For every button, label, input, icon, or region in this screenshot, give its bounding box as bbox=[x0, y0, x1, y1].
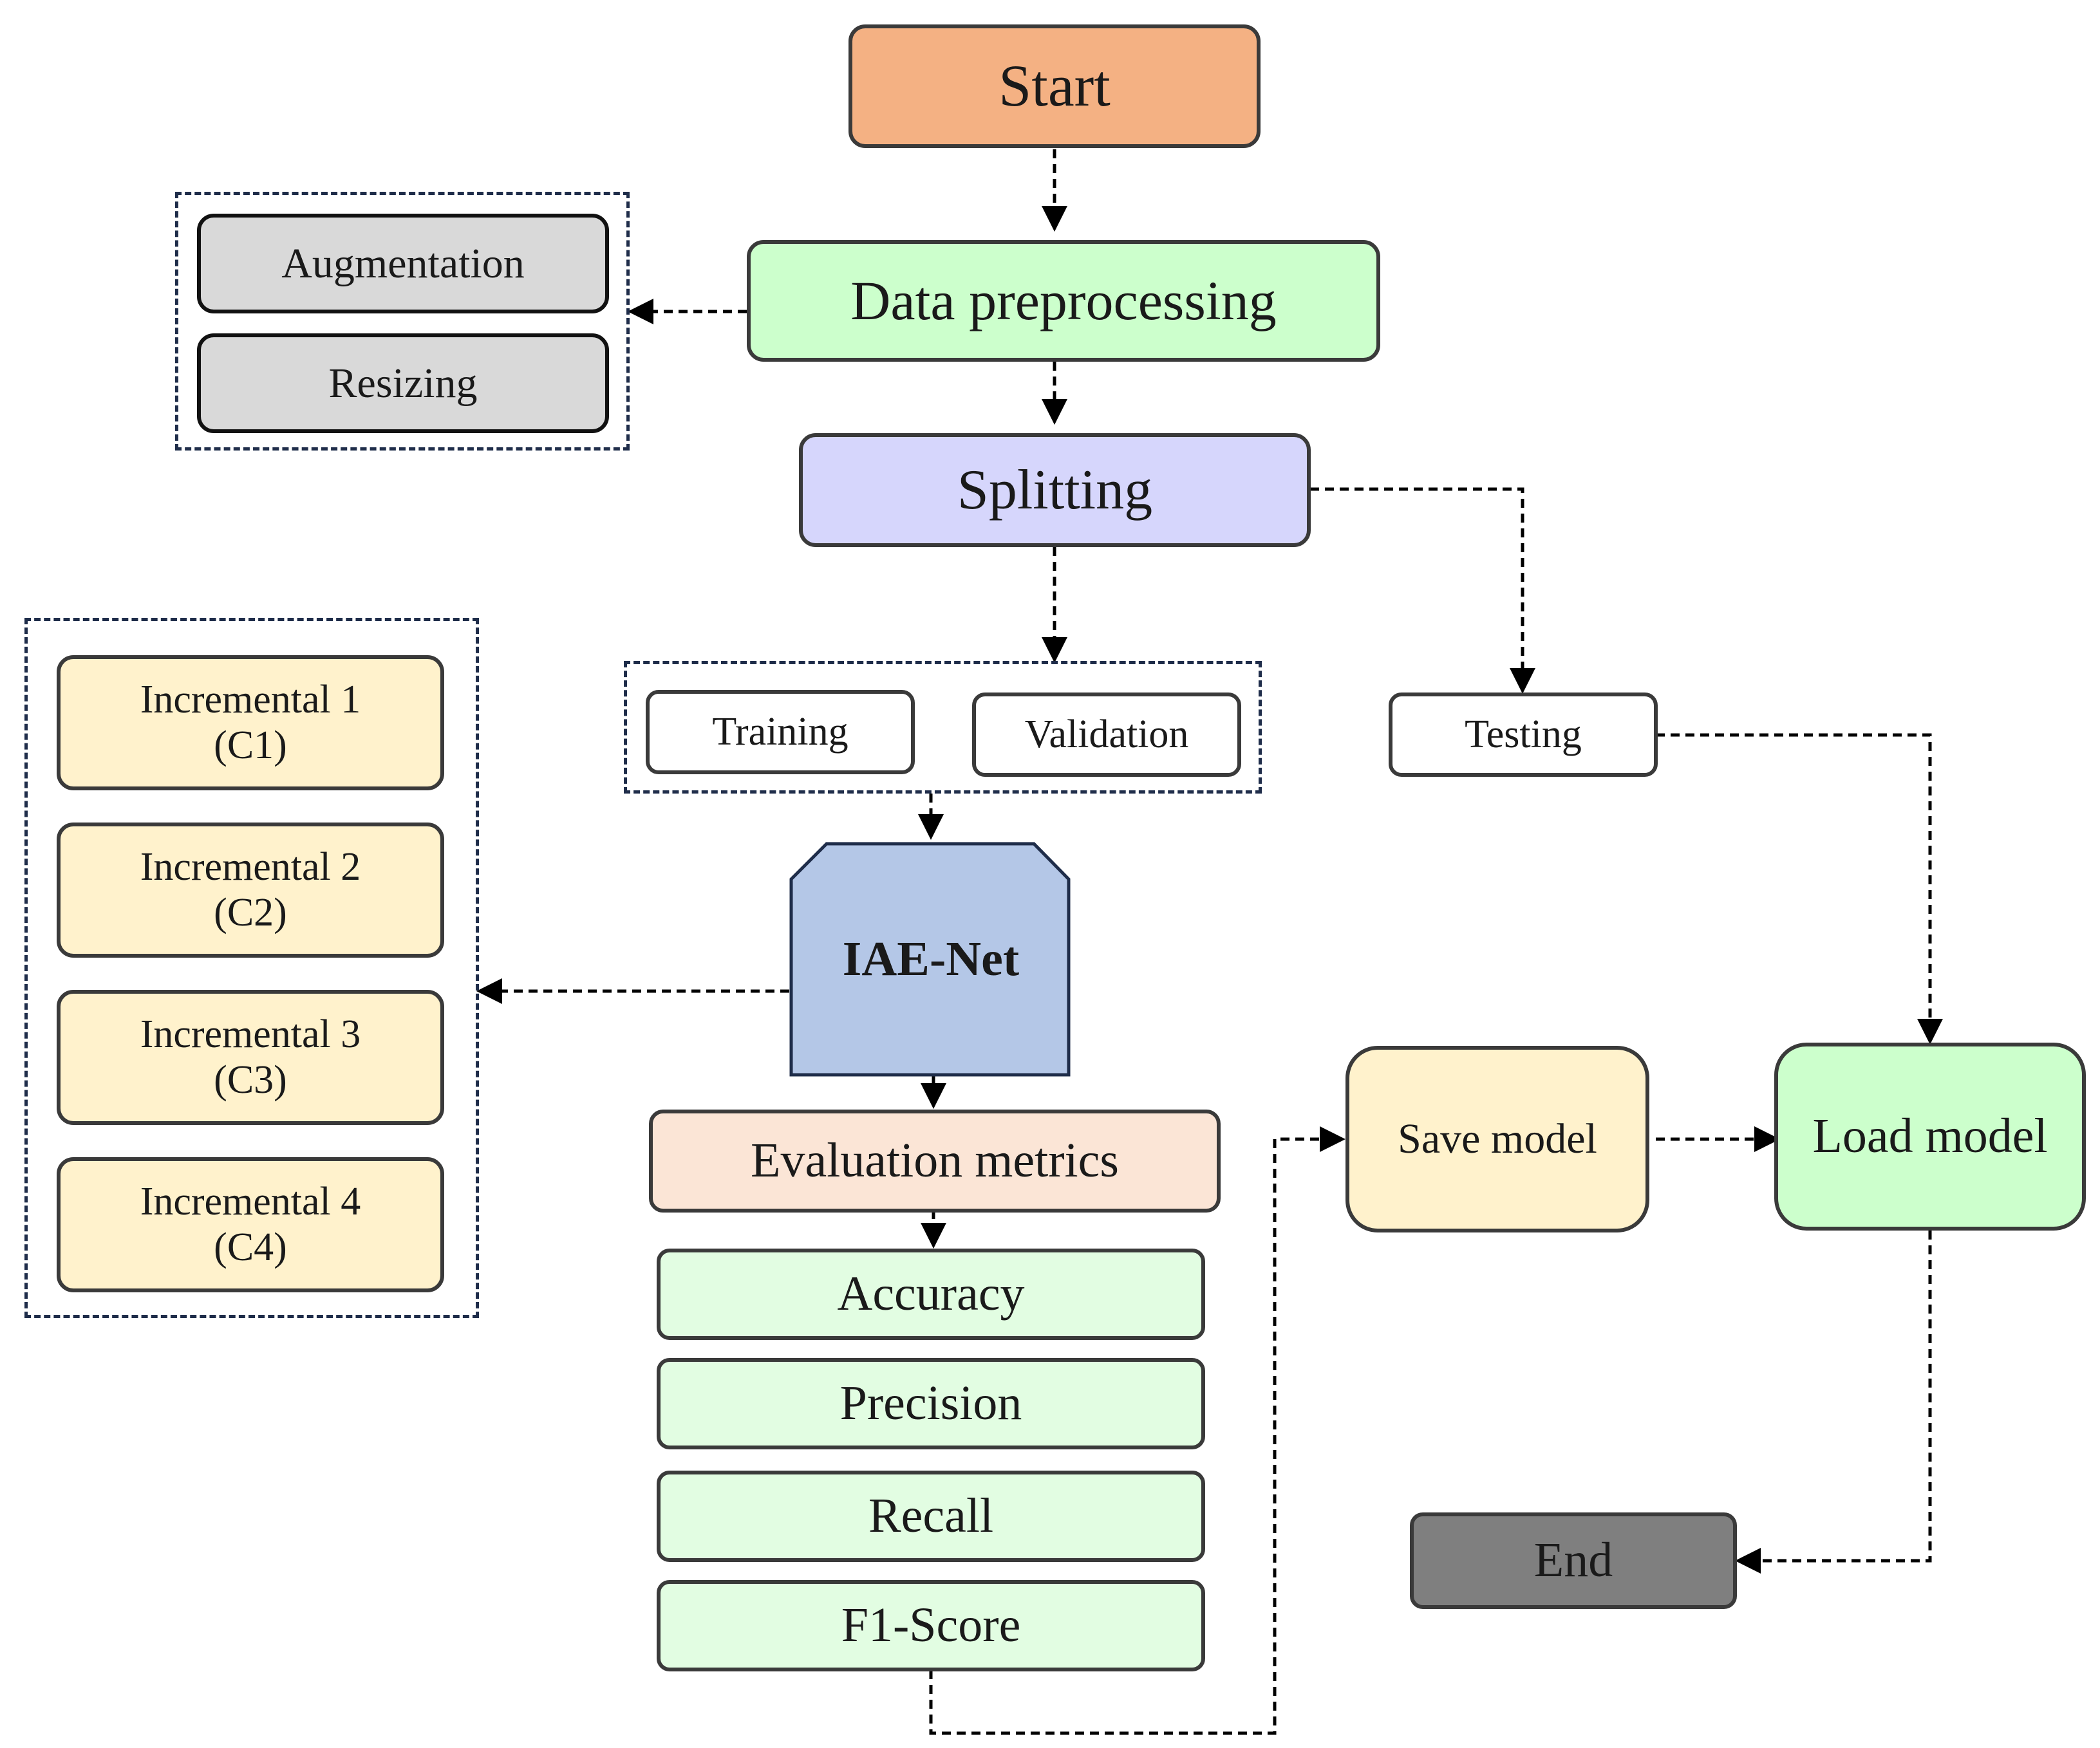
evaluation-metrics-label: Evaluation metrics bbox=[751, 1133, 1119, 1188]
testing-label: Testing bbox=[1465, 712, 1582, 756]
evaluation-metrics-node: Evaluation metrics bbox=[649, 1110, 1221, 1213]
incremental-2-title: Incremental 2 bbox=[140, 844, 361, 889]
edge-f1-to-save bbox=[929, 1126, 1345, 1735]
save-model-node: Save model bbox=[1345, 1046, 1649, 1232]
metric-f1-score-node: F1-Score bbox=[657, 1580, 1205, 1671]
resizing-label: Resizing bbox=[328, 359, 478, 407]
data-preprocessing-label: Data preprocessing bbox=[850, 270, 1277, 332]
training-node: Training bbox=[646, 690, 915, 774]
incremental-4-title: Incremental 4 bbox=[140, 1179, 361, 1223]
validation-node: Validation bbox=[972, 693, 1241, 777]
metric-precision-node: Precision bbox=[657, 1358, 1205, 1449]
incremental-3-class: (C3) bbox=[214, 1058, 287, 1102]
train-validation-group bbox=[624, 661, 1262, 794]
start-node: Start bbox=[848, 24, 1261, 148]
start-label: Start bbox=[998, 53, 1111, 119]
metric-recall-node: Recall bbox=[657, 1471, 1205, 1562]
iae-net-label: IAE-Net bbox=[842, 932, 1020, 987]
edge-testing-to-load bbox=[1656, 733, 1943, 1045]
incremental-2-node: Incremental 2 (C2) bbox=[57, 823, 444, 958]
edge-load-to-end bbox=[1735, 1231, 1932, 1574]
augmentation-label: Augmentation bbox=[281, 239, 525, 287]
training-label: Training bbox=[712, 709, 848, 754]
iae-net-node: IAE-Net bbox=[789, 842, 1073, 1077]
metric-recall-label: Recall bbox=[868, 1489, 994, 1543]
splitting-label: Splitting bbox=[957, 458, 1153, 521]
data-preprocessing-node: Data preprocessing bbox=[747, 240, 1380, 362]
resizing-node: Resizing bbox=[197, 333, 609, 433]
incremental-3-title: Incremental 3 bbox=[140, 1012, 361, 1056]
metric-accuracy-label: Accuracy bbox=[837, 1267, 1025, 1321]
incremental-1-node: Incremental 1 (C1) bbox=[57, 655, 444, 790]
metric-f1-score-label: F1-Score bbox=[841, 1598, 1021, 1653]
metric-accuracy-node: Accuracy bbox=[657, 1249, 1205, 1340]
load-model-label: Load model bbox=[1812, 1109, 2048, 1164]
iae-net-shape bbox=[789, 842, 1071, 1077]
incremental-4-class: (C4) bbox=[214, 1225, 287, 1269]
edge-splitting-to-testing bbox=[1310, 487, 1535, 694]
metric-precision-label: Precision bbox=[839, 1376, 1022, 1431]
preprocessing-steps-group bbox=[175, 192, 630, 451]
incrementals-group bbox=[24, 618, 479, 1318]
incremental-2-class: (C2) bbox=[214, 891, 287, 934]
splitting-node: Splitting bbox=[799, 433, 1311, 547]
load-model-node: Load model bbox=[1774, 1043, 2086, 1231]
incremental-1-class: (C1) bbox=[214, 723, 287, 767]
end-label: End bbox=[1533, 1533, 1613, 1588]
incremental-4-node: Incremental 4 (C4) bbox=[57, 1157, 444, 1292]
incremental-1-title: Incremental 1 bbox=[140, 677, 361, 721]
augmentation-node: Augmentation bbox=[197, 214, 609, 313]
incremental-3-node: Incremental 3 (C3) bbox=[57, 990, 444, 1125]
validation-label: Validation bbox=[1024, 712, 1189, 756]
end-node: End bbox=[1410, 1512, 1737, 1609]
save-model-label: Save model bbox=[1398, 1115, 1597, 1163]
testing-node: Testing bbox=[1389, 693, 1658, 777]
